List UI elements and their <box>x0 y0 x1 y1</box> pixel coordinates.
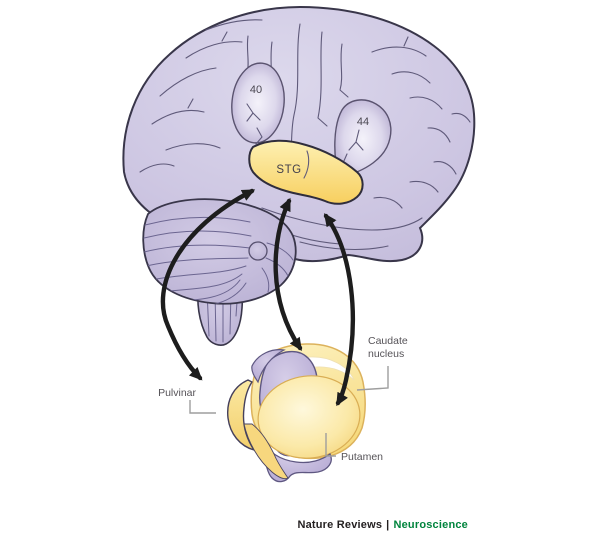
arrow-stg-pulvinar <box>160 188 256 381</box>
flocculus <box>248 241 268 261</box>
arrow-stg-caudate <box>273 197 303 351</box>
putamen-connector <box>325 433 336 457</box>
stg-region: STG <box>248 139 364 205</box>
connection-arrows <box>160 188 355 407</box>
area-40-label: 40 <box>250 84 262 96</box>
caudate-label-line1: Caudate <box>368 335 408 347</box>
arrow-stg-putamen <box>323 213 355 407</box>
caudate-tail-yellow <box>243 423 289 480</box>
caption-journal: Nature Reviews <box>297 519 383 531</box>
stg-label: STG <box>276 164 301 176</box>
area-44-label: 44 <box>357 116 369 128</box>
area-40-region: 40 <box>231 62 285 145</box>
label-connectors <box>189 366 389 457</box>
caption-field: Neuroscience <box>393 519 468 531</box>
journal-caption: Nature Reviews|Neuroscience <box>297 519 468 531</box>
caption-separator: | <box>386 519 390 531</box>
caudate-connector <box>356 366 389 391</box>
caudate-label-line2: nucleus <box>368 348 404 360</box>
pulvinar-connector <box>189 400 216 414</box>
putamen-label: Putamen <box>341 451 383 463</box>
pulvinar-label: Pulvinar <box>158 387 196 399</box>
area-44-region: 44 <box>334 99 392 179</box>
cerebellum <box>142 198 297 305</box>
